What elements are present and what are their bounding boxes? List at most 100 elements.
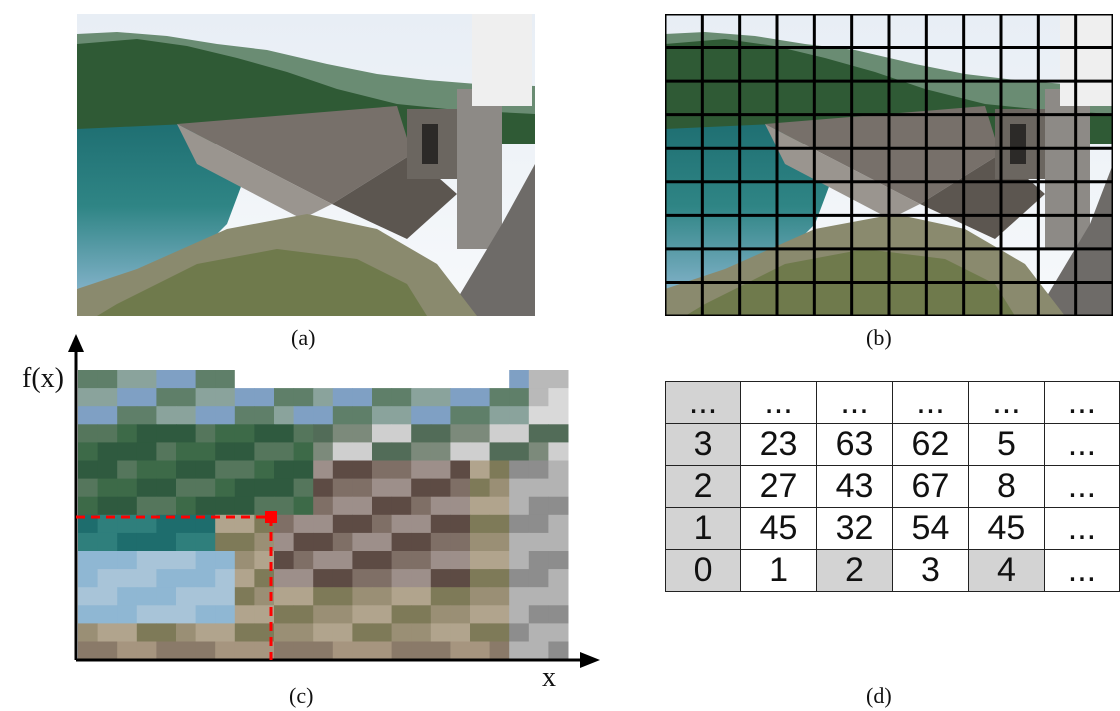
pixel-cell — [117, 370, 138, 389]
pixel-cell — [215, 532, 236, 552]
pixel-cell — [274, 388, 295, 407]
table-cell: ... — [1043, 465, 1120, 508]
pixel-cell — [548, 424, 569, 443]
pixel-cell — [450, 514, 471, 534]
pixel-cell — [411, 623, 432, 642]
pixel-cell — [78, 406, 99, 425]
pixel-cell — [450, 460, 471, 480]
pixel-cell — [470, 641, 491, 661]
pixel-cell — [430, 370, 451, 389]
pixel-cell — [411, 641, 432, 661]
pixel-cell — [176, 587, 197, 606]
panel-label-a: (a) — [291, 325, 316, 350]
pixel-cell — [234, 641, 255, 661]
pixel-cell — [489, 532, 510, 552]
pixel-cell — [176, 388, 197, 407]
pixel-cell — [332, 442, 353, 461]
table-cell: 45 — [740, 507, 818, 550]
table-cell: ... — [740, 381, 818, 424]
pixel-cell — [430, 623, 451, 642]
pixel-cell — [528, 424, 549, 443]
pixel-cell — [78, 551, 99, 570]
pixel-cell — [528, 388, 549, 407]
pixel-cell — [254, 496, 275, 516]
pixel-cell — [293, 370, 314, 389]
table-cell: ... — [1043, 381, 1120, 424]
pixel-cell — [430, 460, 451, 480]
table-cell: 67 — [891, 465, 969, 508]
pixel-cell — [195, 478, 216, 498]
pixel-cell — [293, 641, 314, 661]
pixel-cell — [195, 496, 216, 516]
pixel-cell — [391, 424, 412, 443]
pixel-cell — [78, 532, 99, 552]
pixel-cell — [489, 551, 510, 570]
pixel-cell — [136, 370, 157, 389]
pixel-cell — [352, 532, 373, 552]
pixel-cell — [548, 623, 569, 642]
table-cell: 54 — [891, 507, 969, 550]
table-row: .................. — [664, 381, 1120, 424]
table-cell: ... — [967, 381, 1045, 424]
pixel-cell — [372, 514, 393, 534]
pixel-cell — [313, 623, 334, 642]
pixel-cell — [509, 370, 530, 389]
pixel-cell — [332, 514, 353, 534]
pixel-cell — [293, 623, 314, 642]
pixel-cell — [313, 406, 334, 425]
pixel-cell — [332, 406, 353, 425]
table-cell: 3 — [664, 423, 742, 466]
pixel-cell — [136, 569, 157, 588]
table-cell: 27 — [740, 465, 818, 508]
pixel-cell — [450, 442, 471, 461]
pixel-cell — [528, 605, 549, 624]
table-cell: ... — [891, 381, 969, 424]
pixel-cell — [156, 641, 177, 661]
pixel-cell — [215, 514, 236, 534]
pixel-cell — [234, 442, 255, 461]
panel-label-c: (c) — [289, 683, 314, 708]
pixel-cell — [97, 424, 118, 443]
pixel-cell — [430, 587, 451, 606]
pixel-cell — [215, 569, 236, 588]
pixel-cell — [254, 623, 275, 642]
pixel-cell — [78, 605, 99, 624]
pixel-cell — [450, 587, 471, 606]
pixel-cell — [430, 442, 451, 461]
pixel-cell — [313, 370, 334, 389]
pixel-cell — [509, 569, 530, 588]
pixel-cell — [234, 388, 255, 407]
pixel-cell — [411, 551, 432, 570]
pixel-cell — [548, 370, 569, 389]
pixel-cell — [293, 478, 314, 498]
pixel-cell — [470, 551, 491, 570]
pixel-cell — [352, 605, 373, 624]
pixel-cell — [156, 569, 177, 588]
pixel-cell — [548, 388, 569, 407]
pixel-cell — [136, 460, 157, 480]
pixel-cell — [195, 587, 216, 606]
pixel-cell — [430, 532, 451, 552]
pixel-cell — [97, 370, 118, 389]
pixel-cell — [254, 532, 275, 552]
pixel-cell — [274, 605, 295, 624]
pixel-cell — [313, 478, 334, 498]
pixel-cell — [489, 388, 510, 407]
pixel-cell — [470, 442, 491, 461]
pixel-cell — [136, 587, 157, 606]
pixel-cell — [274, 442, 295, 461]
table-cell: 4 — [967, 549, 1045, 592]
pixel-cell — [195, 551, 216, 570]
pixel-cell — [372, 460, 393, 480]
pixel-cell — [117, 388, 138, 407]
pixel-cell — [97, 460, 118, 480]
pixel-cell — [509, 406, 530, 425]
pixel-cell — [117, 496, 138, 516]
table-cell: 62 — [891, 423, 969, 466]
pixel-cell — [489, 514, 510, 534]
pixel-cell — [117, 478, 138, 498]
pixel-cell — [489, 569, 510, 588]
pixel-cell — [156, 551, 177, 570]
pixel-cell — [528, 623, 549, 642]
pixel-cell — [430, 406, 451, 425]
